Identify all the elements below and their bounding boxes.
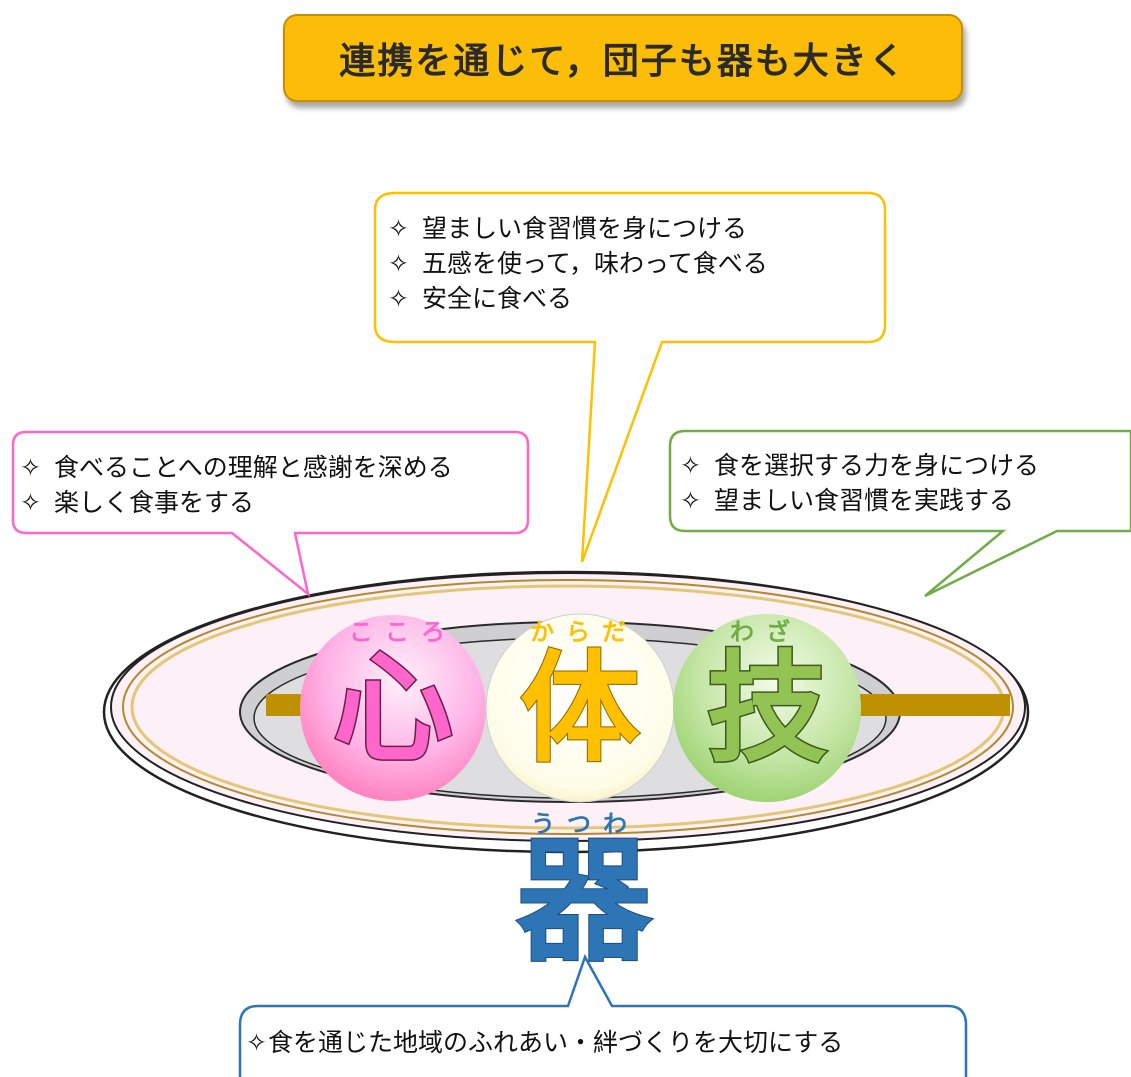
list-item: ✧楽しく食事をする [20, 485, 453, 520]
list-item: ✧安全に食べる [388, 281, 768, 316]
sparkle-icon: ✧ [388, 284, 409, 313]
sparkle-icon: ✧ [246, 1028, 267, 1057]
waza-ruby: わざ [730, 618, 802, 646]
list-item: ✧食を通じた地域のふれあい・絆づくりを大切にする [246, 1025, 843, 1060]
sparkle-icon: ✧ [680, 451, 701, 480]
utsuwa-kanji: 器 [517, 823, 653, 980]
karada-ruby: からだ [530, 618, 638, 646]
dango-kokoro [300, 615, 486, 801]
waza-kanji: 技 [707, 640, 827, 779]
kokoro-bubble [11, 430, 530, 598]
list-item: ✧望ましい食習慣を実践する [680, 483, 1039, 518]
utsuwa-ruby: うつわ [531, 810, 639, 838]
karada-kanji: 体 [520, 640, 640, 779]
waza-bubble [668, 429, 1131, 598]
sparkle-icon: ✧ [388, 214, 409, 243]
page-title: 連携を通じて，団子も器も大きく [339, 41, 907, 82]
list-item: ✧食を選択する力を身につける [680, 448, 1039, 483]
utsuwa-bubble [238, 953, 968, 1077]
title-banner: 連携を通じて，団子も器も大きく [283, 14, 963, 102]
karada-list: ✧望ましい食習慣を身につける ✧五感を使って，味わって食べる ✧安全に食べる [388, 211, 768, 316]
list-item: ✧望ましい食習慣を身につける [388, 211, 768, 246]
kokoro-ruby: こころ [349, 618, 457, 646]
list-item: ✧五感を使って，味わって食べる [388, 246, 768, 281]
waza-list: ✧食を選択する力を身につける ✧望ましい食習慣を実践する [680, 448, 1039, 518]
utsuwa-list: ✧食を通じた地域のふれあい・絆づくりを大切にする [246, 1025, 843, 1060]
kokoro-kanji: 心 [333, 640, 453, 779]
sparkle-icon: ✧ [388, 249, 409, 278]
skewer-right-end [848, 694, 1010, 716]
karada-bubble [373, 191, 887, 563]
sparkle-icon: ✧ [20, 453, 41, 482]
sparkle-icon: ✧ [20, 488, 41, 517]
kokoro-list: ✧食べることへの理解と感謝を深める ✧楽しく食事をする [20, 450, 453, 520]
sparkle-icon: ✧ [680, 486, 701, 515]
list-item: ✧食べることへの理解と感謝を深める [20, 450, 453, 485]
dango-waza [673, 614, 861, 802]
